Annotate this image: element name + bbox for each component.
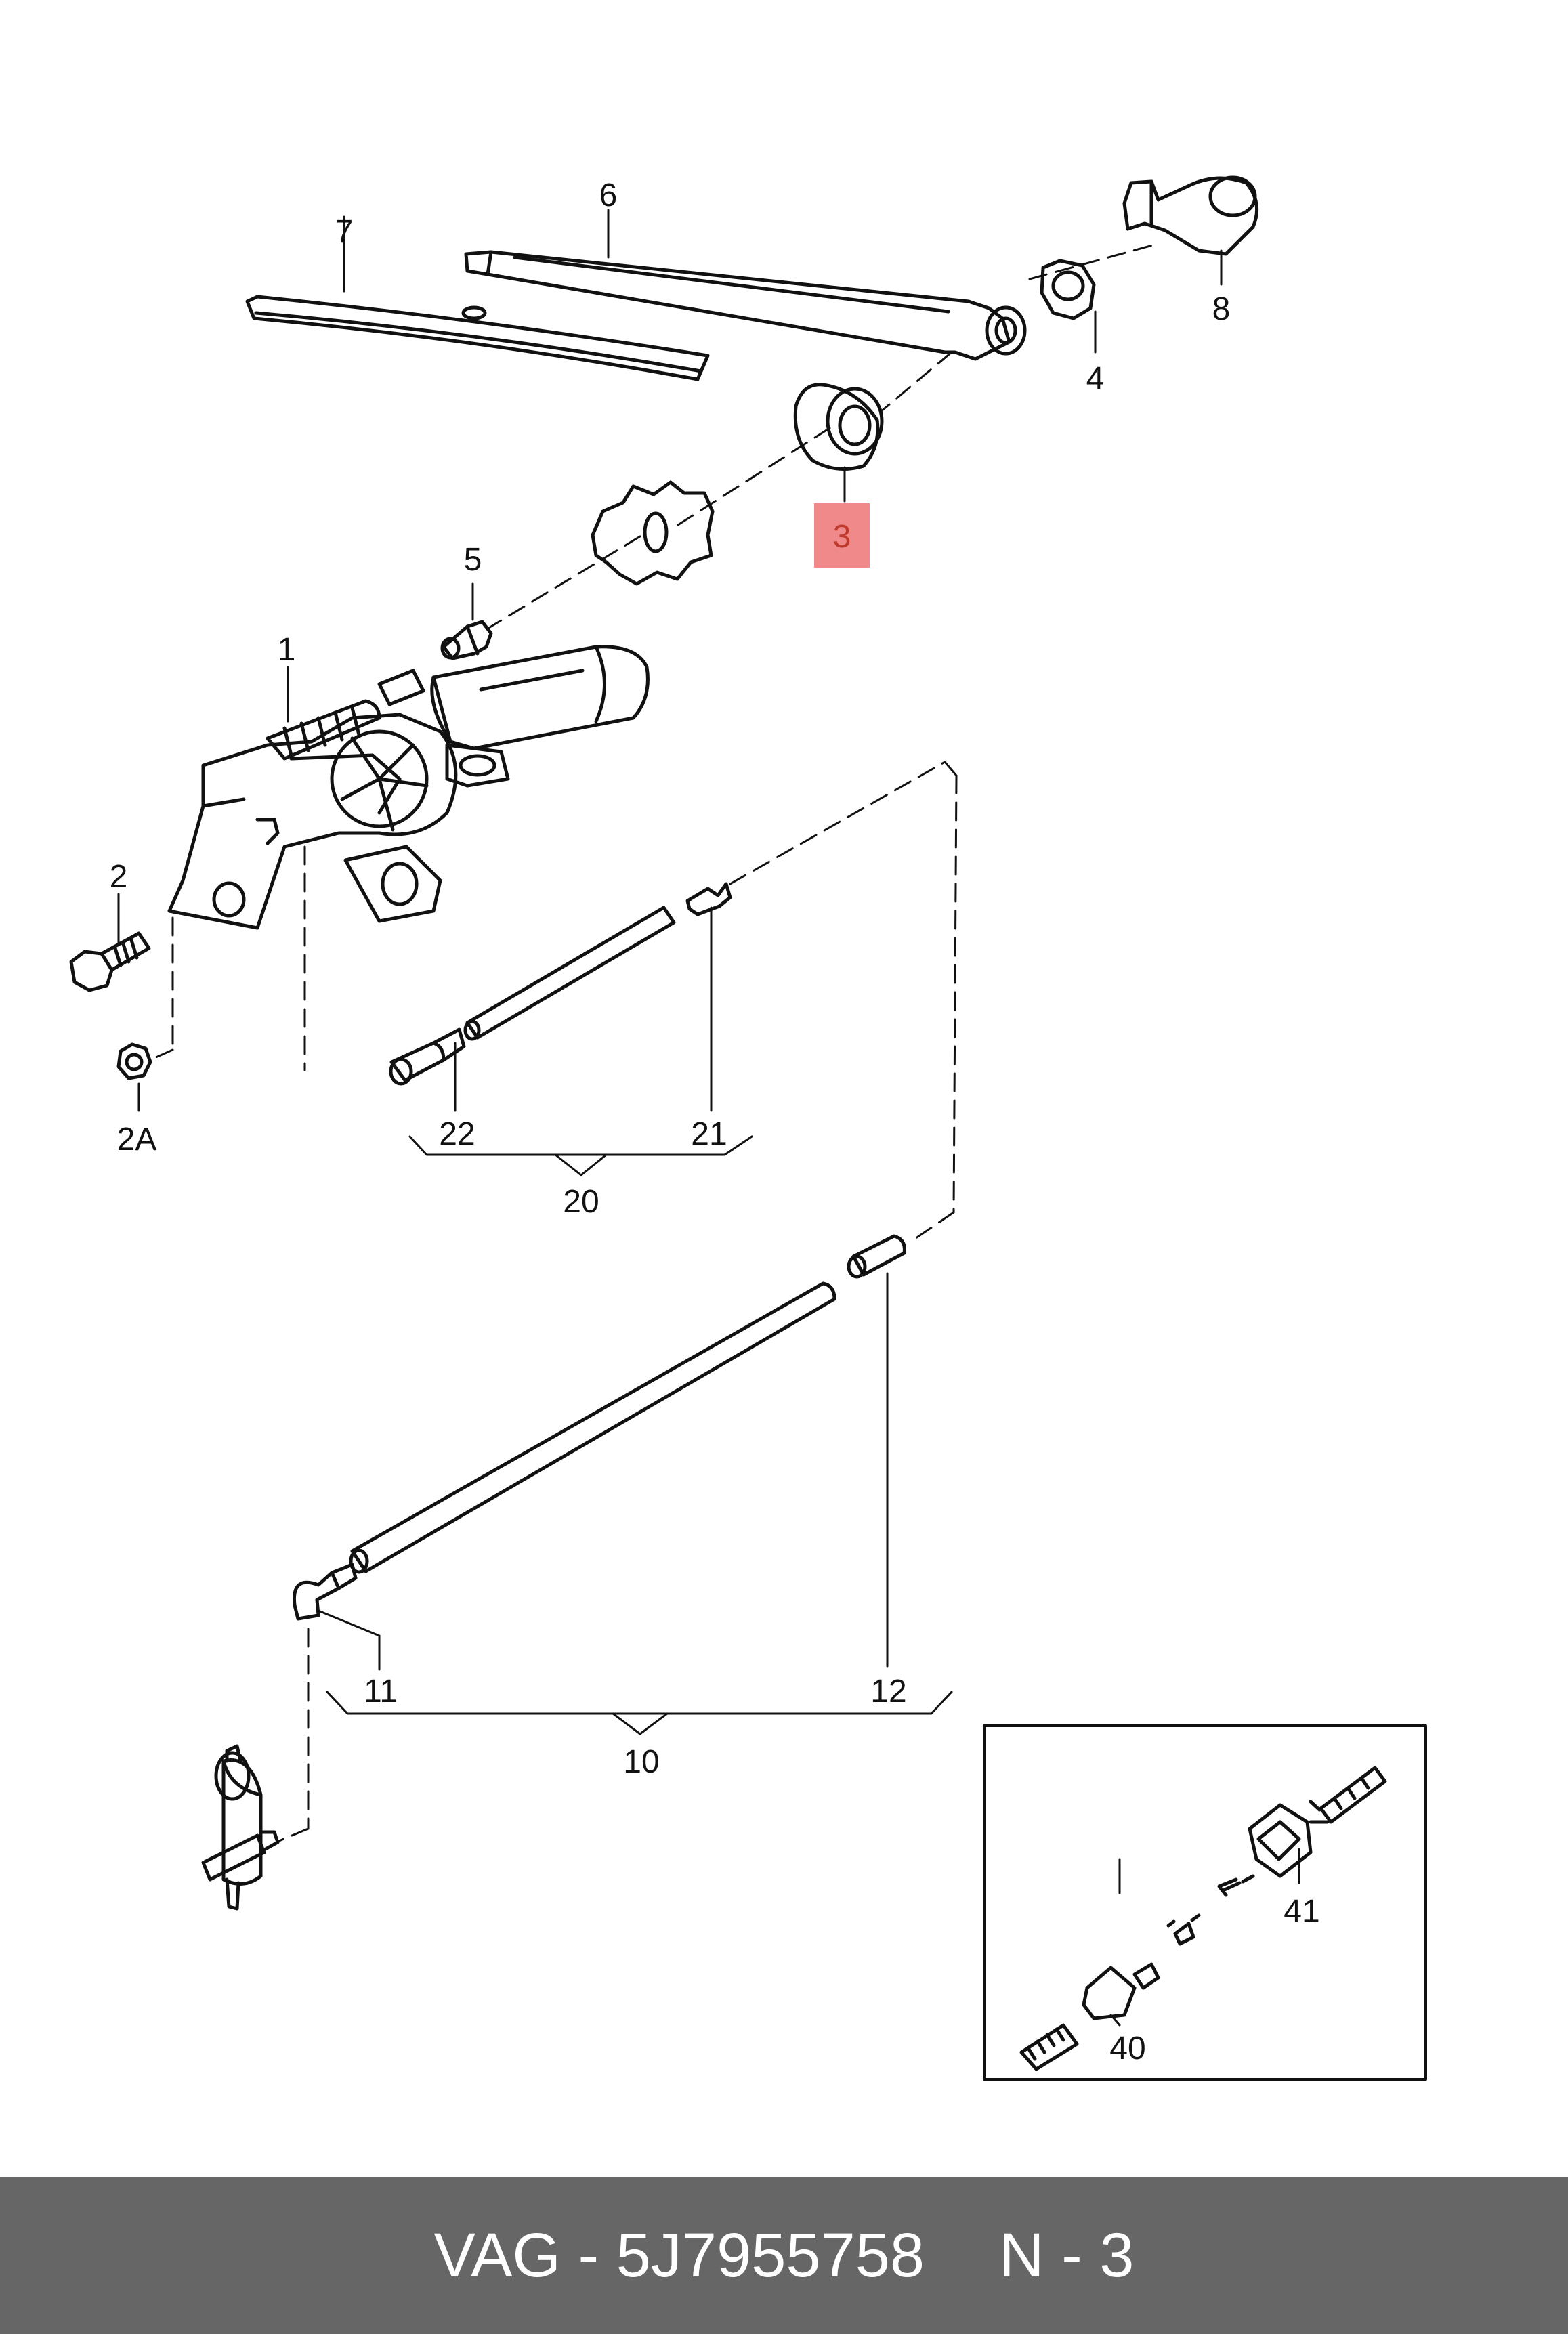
bolt-part xyxy=(69,931,151,992)
callout-4: 4 xyxy=(1086,361,1105,397)
pin-part xyxy=(440,620,493,660)
callout-11: 11 xyxy=(364,1674,398,1710)
washer-pump-part xyxy=(201,1744,280,1911)
callout-21: 21 xyxy=(691,1116,727,1152)
callout-labels: 7 6 8 4 3 5 1 2 2A 22 21 20 11 12 10 41 … xyxy=(110,177,1320,2066)
cover-cap-part xyxy=(1122,175,1259,256)
parts-diagram: 7 6 8 4 3 5 1 2 2A 22 21 20 11 12 10 41 … xyxy=(69,175,1427,2081)
lower-hose-set-part xyxy=(292,1234,906,1621)
footer-position: N - 3 xyxy=(999,2220,1135,2290)
wiper-blade-part xyxy=(245,295,710,381)
callout-41: 41 xyxy=(1284,1894,1319,1930)
footer-brand: VAG xyxy=(433,2220,561,2290)
wiper-arm-part xyxy=(464,250,1027,361)
upper-hose-set-part xyxy=(389,882,732,1086)
exploded-view-drawing: 7 6 8 4 3 5 1 2 2A 22 21 20 11 12 10 41 … xyxy=(69,175,1427,2081)
nut-part xyxy=(1040,259,1096,320)
callout-2: 2 xyxy=(110,859,128,895)
leader-lines xyxy=(117,209,1300,2027)
callout-22: 22 xyxy=(439,1116,475,1152)
callout-2a: 2A xyxy=(117,1122,157,1158)
callout-8: 8 xyxy=(1212,291,1231,327)
footer-part-number: 5J7955758 xyxy=(616,2220,925,2290)
callout-7: 7 xyxy=(335,214,354,250)
highlight-box xyxy=(814,503,870,568)
detail-inset xyxy=(983,1724,1427,2081)
callout-12: 12 xyxy=(870,1674,906,1710)
footer-bar: VAG - 5J7955758 N - 3 xyxy=(0,2177,1568,2334)
callout-5: 5 xyxy=(464,542,482,578)
seal-part xyxy=(591,480,715,586)
callout-10: 10 xyxy=(623,1744,659,1780)
footer-separator: - xyxy=(561,2220,616,2290)
callout-40: 40 xyxy=(1109,2031,1145,2066)
wiper-motor-part xyxy=(167,645,650,930)
nut-2a-part xyxy=(116,1042,152,1080)
callout-1: 1 xyxy=(278,632,296,668)
callout-20: 20 xyxy=(563,1184,599,1220)
callout-3: 3 xyxy=(833,519,851,555)
callout-6: 6 xyxy=(599,177,618,213)
grommet-part xyxy=(793,383,884,471)
